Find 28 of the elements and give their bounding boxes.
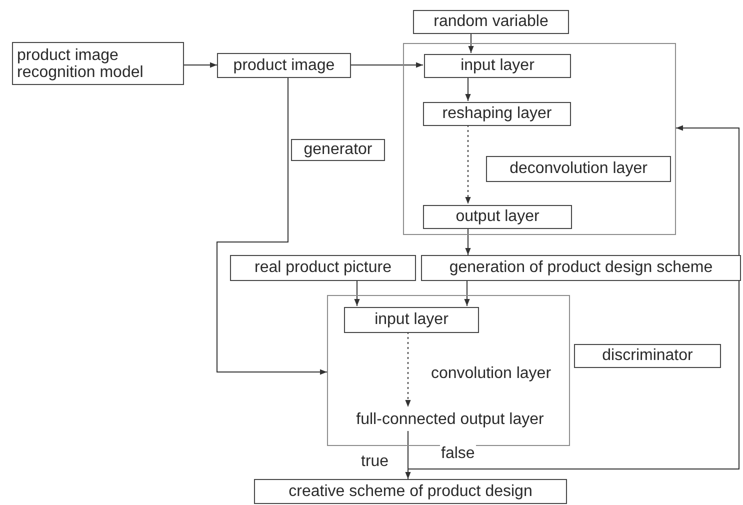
arrow (465, 76, 471, 102)
process-box: output layer (423, 205, 572, 229)
process-box: deconvolution layer (486, 156, 671, 182)
arrow (405, 332, 411, 408)
process-box: input layer (344, 307, 479, 333)
process-box: reshaping layer (423, 102, 571, 126)
process-box: generation of product design scheme (421, 255, 741, 281)
arrow (354, 280, 360, 306)
layer-label: convolution layer (413, 363, 569, 385)
process-box: random variable (413, 10, 569, 34)
layer-group-frame (327, 295, 570, 446)
arrow (464, 280, 470, 306)
layer-group-frame (403, 43, 676, 235)
process-box: product image (217, 53, 351, 78)
process-box: input layer (424, 54, 571, 78)
process-box: discriminator (574, 344, 721, 368)
process-box: creative scheme of product design (254, 479, 567, 504)
arrow (216, 78, 328, 375)
process-box: generator (291, 139, 385, 161)
process-box: real product picture (230, 255, 416, 281)
arrow (408, 125, 740, 470)
arrow (184, 62, 218, 68)
arrow (350, 62, 424, 68)
layer-label: full-connected output layer (330, 408, 570, 432)
arrow (465, 124, 471, 204)
process-box: product image recognition model (12, 42, 184, 85)
arrow (465, 228, 471, 256)
arrow (468, 34, 474, 54)
